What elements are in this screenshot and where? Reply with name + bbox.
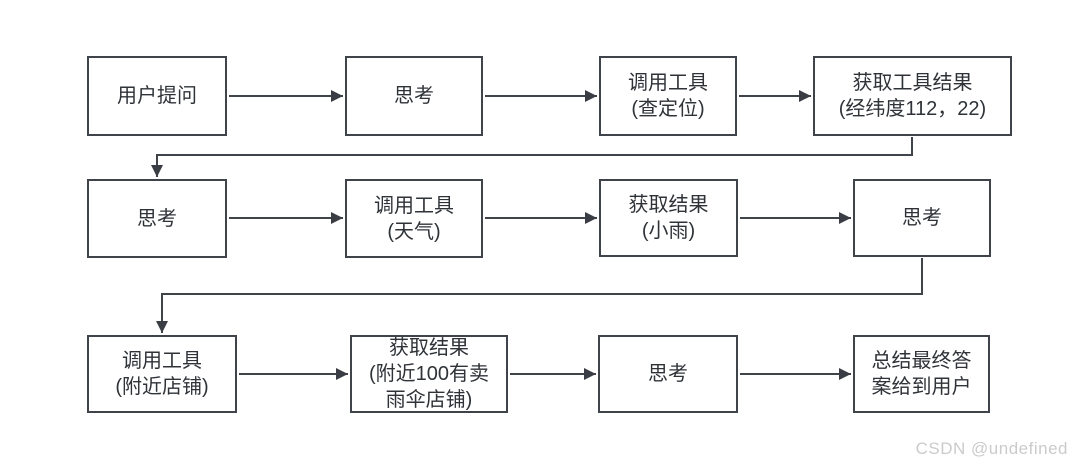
node-result-light-rain: 获取结果 (小雨): [599, 179, 738, 257]
node-result-umbrella-shops: 获取结果 (附近100有卖 雨伞店铺): [350, 335, 508, 413]
node-call-tool-weather: 调用工具 (天气): [345, 179, 483, 258]
node-think-3: 思考: [853, 179, 991, 257]
node-call-tool-nearby-shops: 调用工具 (附近店铺): [87, 335, 237, 413]
node-think-4: 思考: [598, 335, 738, 413]
elbow-think-3-to-call-tool-nearby: [156, 258, 923, 333]
node-final-answer: 总结最终答 案给到用户: [853, 335, 990, 413]
elbow-tool-result-to-think-2: [151, 137, 913, 177]
node-think-1: 思考: [345, 56, 483, 136]
csdn-watermark: CSDN @undefined: [915, 439, 1068, 458]
node-user-question: 用户提问: [87, 56, 227, 136]
node-think-2: 思考: [87, 179, 227, 258]
node-tool-result-coords: 获取工具结果 (经纬度112，22): [813, 56, 1012, 136]
node-call-tool-location: 调用工具 (查定位): [599, 56, 737, 136]
